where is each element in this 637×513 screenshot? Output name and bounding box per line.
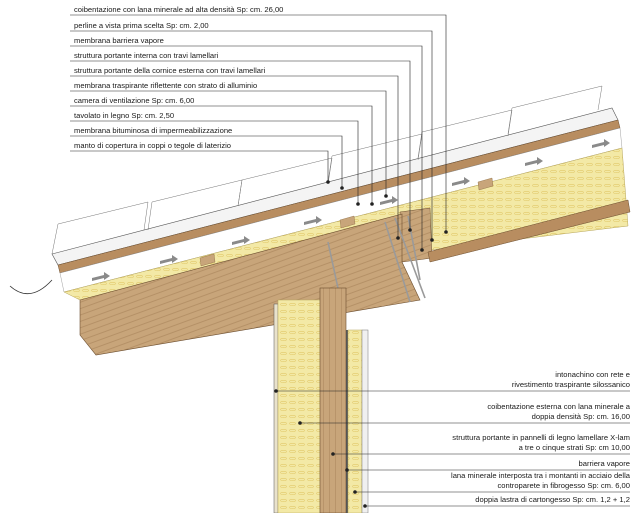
wall-leader-dot — [331, 452, 335, 456]
roof-label-text: coibentazione con lana minerale ad alta … — [74, 5, 283, 14]
roof-label-text: tavolato in legno Sp: cm. 2,50 — [74, 111, 174, 120]
wall-label-text: struttura portante in pannelli di legno … — [452, 433, 630, 442]
wall-plasterboard — [361, 329, 369, 513]
wall-vapour-barrier — [346, 330, 348, 513]
wall-label-text: barriera vapore — [579, 459, 631, 468]
wall-label-text: coibentazione esterna con lana minerale … — [487, 402, 630, 411]
wall-label-6: doppia lastra di cartongesso Sp: cm. 1,2… — [363, 495, 630, 508]
wall-int-insulation — [347, 329, 363, 513]
roof-inner-beam — [399, 207, 433, 263]
roof-leader-line — [70, 30, 433, 240]
roof-cornice-beam — [79, 213, 421, 356]
roof-leader-dot — [356, 202, 360, 206]
wall-section — [273, 287, 369, 513]
wall-leader-dot — [298, 421, 302, 425]
roof-leader-dot — [444, 230, 448, 234]
roof-leader-line — [70, 120, 359, 204]
roof-section — [9, 85, 631, 356]
roof-leader-line — [70, 105, 373, 204]
roof-leader-dot — [396, 236, 400, 240]
roof-leader-line — [70, 60, 411, 230]
roof-leader-dot — [430, 238, 434, 242]
roof-leader-dot — [370, 202, 374, 206]
roof-leader-dot — [420, 248, 424, 252]
wall-label-3: struttura portante in pannelli di legno … — [331, 433, 630, 456]
wall-ext-insulation — [277, 299, 321, 513]
wall-label-4: barriera vapore — [345, 459, 630, 472]
roof-leader-line — [70, 90, 387, 196]
roof-leader-line — [70, 14, 447, 232]
roof-label-4: struttura portante interna con travi lam… — [70, 51, 412, 232]
wall-label-text: a tre o cinque strati Sp: cm 10,00 — [519, 443, 630, 452]
roof-label-text: membrana traspirante riflettente con str… — [74, 81, 257, 90]
wall-label-5: lana minerale interposta tra i montanti … — [353, 471, 631, 494]
roof-label-text: membrana bituminosa di impermeabilizzazi… — [74, 126, 232, 135]
roof-labels: coibentazione con lana minerale ad alta … — [70, 5, 448, 252]
roof-label-6: membrana traspirante riflettente con str… — [70, 81, 388, 198]
wall-label-text: doppia lastra di cartongesso Sp: cm. 1,2… — [475, 495, 630, 504]
wall-label-2: coibentazione esterna con lana minerale … — [298, 402, 631, 425]
wall-plaster — [273, 303, 279, 513]
wall-label-text: rivestimento traspirante silossanico — [512, 380, 630, 389]
roof-perline — [427, 199, 631, 263]
gutter-hook — [9, 279, 53, 294]
wall-leader-dot — [274, 389, 278, 393]
roof-leader-line — [70, 150, 329, 182]
wall-leader-dot — [363, 504, 367, 508]
roof-label-text: membrana barriera vapore — [74, 36, 164, 45]
wall-label-text: controparete in fibrogesso Sp: cm. 6,00 — [497, 481, 630, 490]
roof-label-text: manto di copertura in coppi o tegole di … — [74, 141, 231, 150]
roof-label-2: perline a vista prima scelta Sp: cm. 2,0… — [70, 21, 434, 242]
roof-leader-line — [70, 75, 399, 238]
wall-label-text: lana minerale interposta tra i montanti … — [451, 471, 631, 480]
wall-leader-dot — [345, 468, 349, 472]
roof-leader-dot — [384, 194, 388, 198]
roof-label-text: perline a vista prima scelta Sp: cm. 2,0… — [74, 21, 209, 30]
roof-label-5: struttura portante della cornice esterna… — [70, 66, 400, 240]
roof-leader-line — [70, 135, 343, 188]
airflow-arrows — [92, 139, 610, 281]
wall-xlam-panel — [319, 287, 347, 513]
roof-leader-dot — [408, 228, 412, 232]
roof-leader-dot — [340, 186, 344, 190]
roof-label-8: tavolato in legno Sp: cm. 2,50 — [70, 111, 360, 206]
wall-leader-dot — [353, 490, 357, 494]
roof-label-text: camera di ventilazione Sp: cm. 6,00 — [74, 96, 194, 105]
roof-leader-line — [70, 45, 423, 250]
wall-label-text: intonachino con rete e — [555, 370, 630, 379]
batten-strips — [199, 177, 494, 267]
roof-label-1: coibentazione con lana minerale ad alta … — [70, 5, 448, 234]
roof-label-9: membrana bituminosa di impermeabilizzazi… — [70, 126, 344, 190]
roof-leader-dot — [326, 180, 330, 184]
roof-label-text: struttura portante della cornice esterna… — [74, 66, 266, 75]
roof-label-7: camera di ventilazione Sp: cm. 6,00 — [70, 96, 374, 206]
tile-profiles — [51, 85, 603, 255]
roof-label-text: struttura portante interna con travi lam… — [74, 51, 219, 60]
roof-label-3: membrana barriera vapore — [70, 36, 424, 252]
roof-label-10: manto di copertura in coppi o tegole di … — [70, 141, 330, 184]
wall-label-text: doppia densità Sp: cm. 16,00 — [532, 412, 630, 421]
